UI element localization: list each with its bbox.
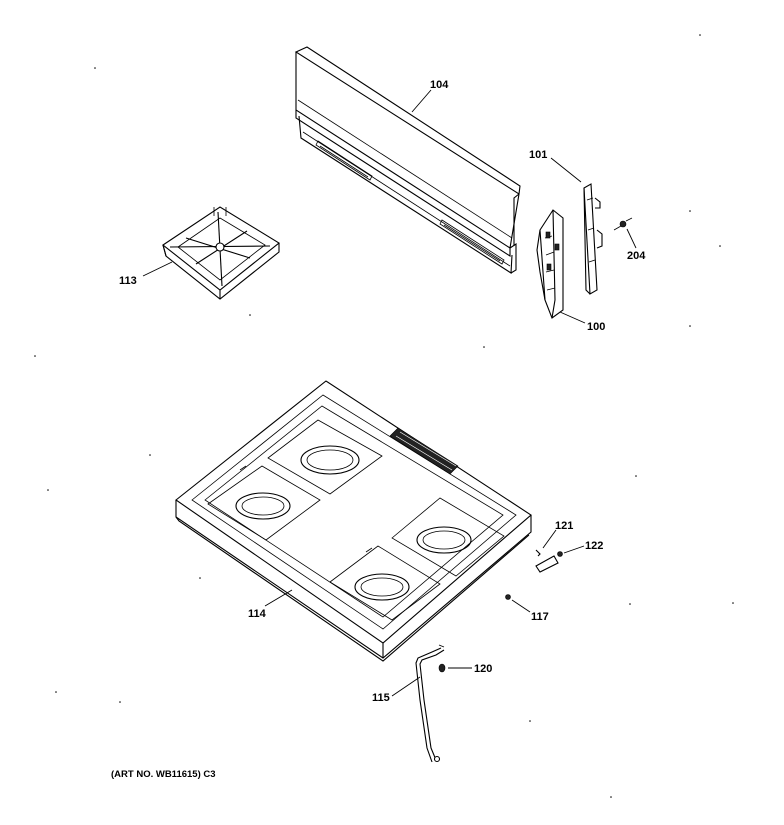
scan-specks — [34, 34, 734, 798]
label-117: 117 — [531, 611, 549, 623]
label-101: 101 — [529, 149, 547, 161]
label-114: 114 — [248, 608, 267, 620]
backguard-panel — [294, 46, 521, 274]
burner-right-rear — [391, 497, 505, 577]
label-204: 204 — [627, 250, 646, 262]
burner-right-front — [329, 545, 441, 621]
cooktop-vent — [389, 427, 459, 475]
label-104: 104 — [430, 79, 449, 91]
label-120: 120 — [474, 663, 492, 675]
screw-204 — [613, 217, 633, 231]
leader-lines — [142, 89, 637, 697]
burner-orifice-parts — [505, 549, 563, 600]
burner-rod — [415, 644, 446, 763]
cooktop — [175, 380, 532, 662]
burner-grate — [162, 206, 280, 300]
burner-left-front — [207, 465, 321, 541]
label-122: 122 — [585, 540, 603, 552]
side-trim-strip — [583, 183, 603, 295]
label-121: 121 — [555, 520, 573, 532]
label-100: 100 — [587, 321, 605, 333]
label-115: 115 — [372, 692, 390, 704]
side-bracket — [536, 209, 564, 319]
art-number-caption: (ART NO. WB11615) C3 — [111, 769, 216, 780]
burner-left-rear — [267, 419, 383, 495]
label-113: 113 — [119, 275, 137, 287]
